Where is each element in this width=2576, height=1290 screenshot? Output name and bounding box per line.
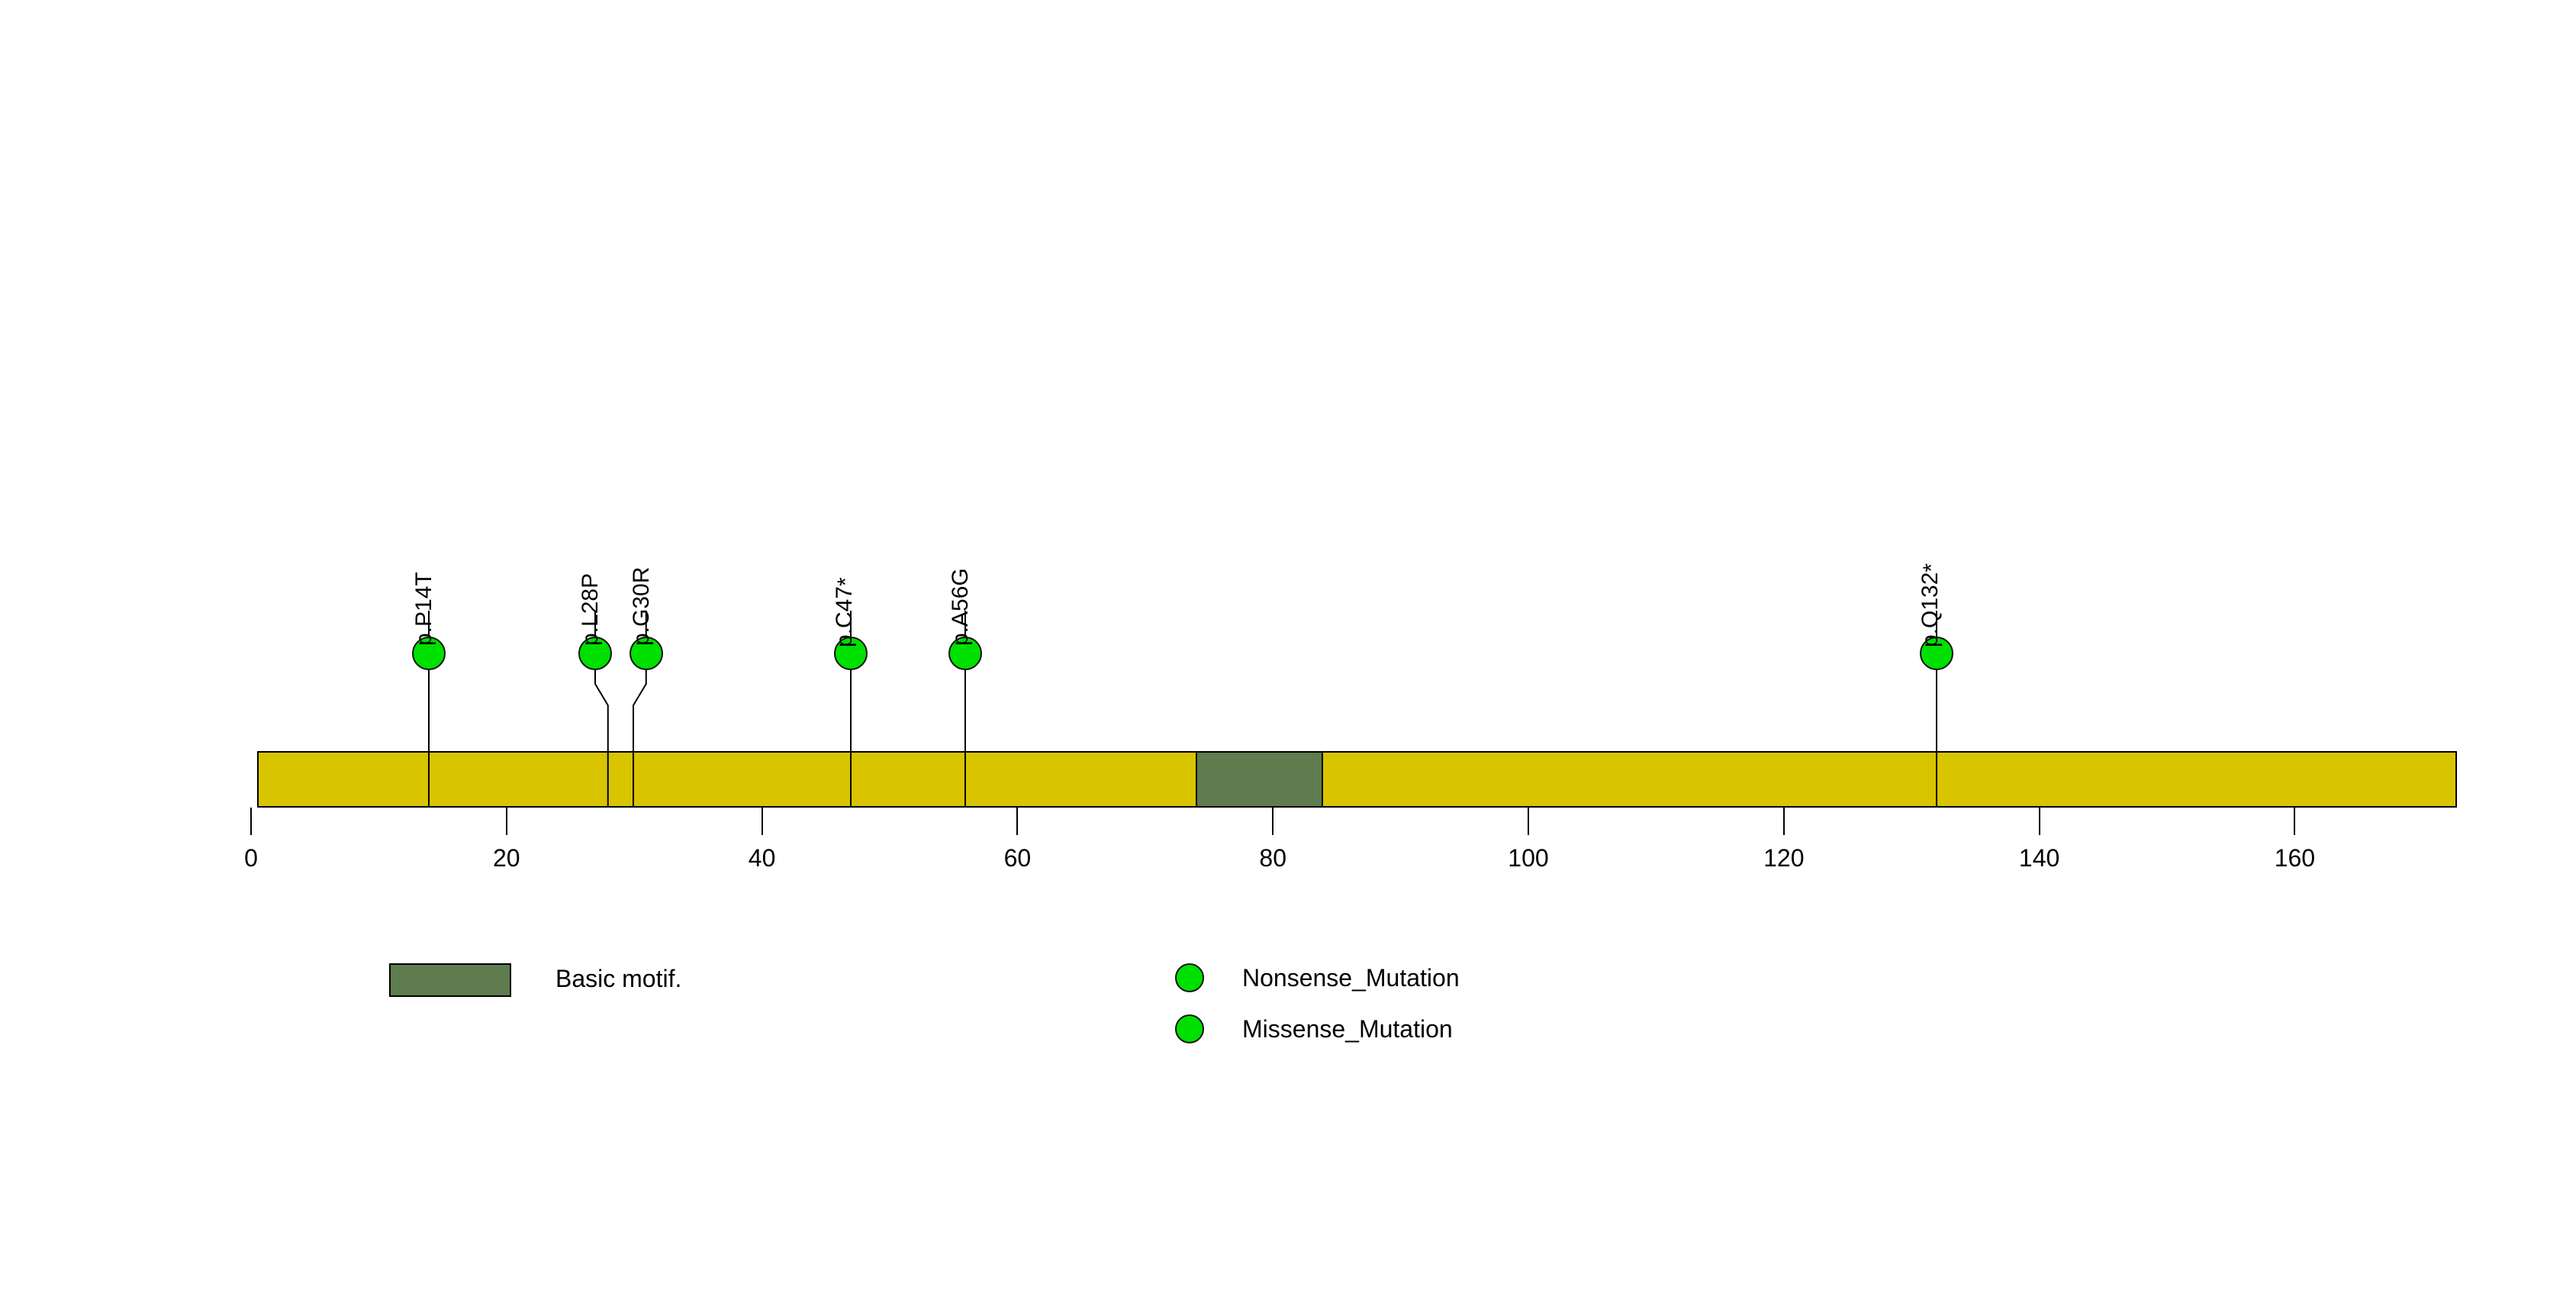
- axis-tick-mark: [761, 808, 763, 835]
- protein-domain-box[interactable]: [1195, 751, 1324, 808]
- axis-tick-mark: [1528, 808, 1529, 835]
- axis-tick-label: 0: [244, 844, 258, 872]
- lollipop-label: p.Q132*: [1917, 563, 1944, 647]
- legend-domain-swatch: [389, 963, 511, 997]
- lollipop-head-nonsense-mutation[interactable]: [1919, 637, 1953, 670]
- legend-mutation-label: Nonsense_Mutation: [1242, 964, 1460, 992]
- lollipop-label: p.A56G: [948, 568, 974, 646]
- protein-backbone-bar[interactable]: [257, 751, 2457, 808]
- axis-tick-label: 100: [1508, 844, 1549, 872]
- legend-mutation-label: Missense_Mutation: [1242, 1015, 1453, 1043]
- lollipop-label: p.L28P: [577, 572, 603, 646]
- axis-tick-label: 80: [1259, 844, 1286, 872]
- axis-tick-mark: [2038, 808, 2040, 835]
- axis-tick-label: 120: [1763, 844, 1805, 872]
- axis-tick-label: 140: [2018, 844, 2060, 872]
- axis-tick-mark: [250, 808, 252, 835]
- legend-mutation-swatch: [1175, 963, 1204, 992]
- axis-tick-mark: [2294, 808, 2296, 835]
- legend-domain-label: Basic motif.: [555, 965, 682, 992]
- axis-tick-label: 60: [1003, 844, 1032, 872]
- lollipop-head-missense-mutation[interactable]: [578, 637, 612, 670]
- axis-tick-label: 160: [2274, 844, 2316, 872]
- axis-tick-mark: [1016, 808, 1019, 835]
- lollipop-head-missense-mutation[interactable]: [412, 637, 446, 670]
- axis-tick-label: 20: [493, 844, 520, 872]
- lollipop-head-missense-mutation[interactable]: [629, 637, 663, 670]
- lollipop-head-missense-mutation[interactable]: [948, 637, 983, 670]
- lollipop-head-nonsense-mutation[interactable]: [833, 637, 868, 670]
- lollipop-label: p.P14T: [411, 572, 437, 646]
- lollipop-label: p.C47*: [831, 577, 858, 647]
- axis-tick-mark: [1272, 808, 1274, 835]
- axis-tick-mark: [505, 808, 507, 835]
- nonsense-star-glyph: *: [1918, 563, 1944, 572]
- lollipop-label: p.G30R: [628, 566, 654, 646]
- axis-tick-label: 40: [748, 844, 776, 872]
- legend-mutation-swatch: [1175, 1014, 1204, 1043]
- axis-tick-mark: [1782, 808, 1785, 835]
- nonsense-star-glyph: *: [832, 577, 858, 586]
